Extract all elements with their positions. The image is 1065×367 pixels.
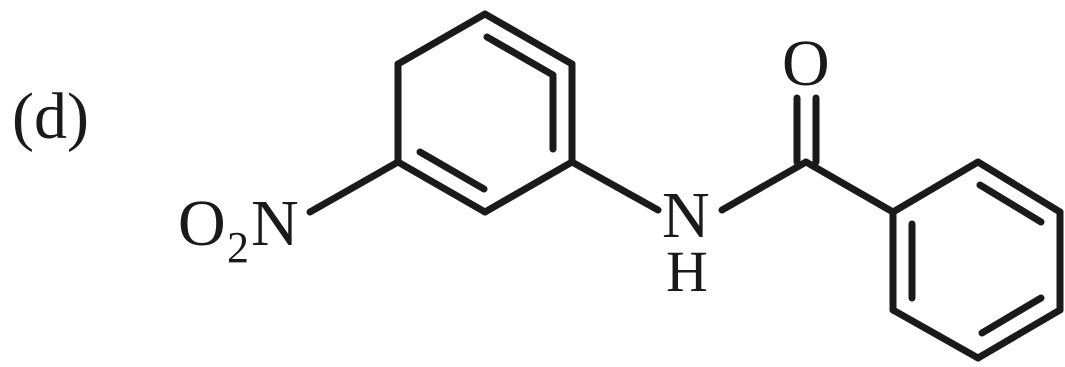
- ring-b-bond-5: [889, 306, 982, 362]
- nitrophenyl-ring: [394, 10, 576, 216]
- ring-b-double-2: [978, 294, 1045, 337]
- ring-b-bond-2: [974, 158, 1064, 216]
- ring-b-bond-4: [974, 306, 1064, 362]
- ring-a-bond-1: [481, 10, 576, 68]
- carbonyl-phenyl-bond: [802, 158, 897, 216]
- carbonyl-double-bond: [793, 94, 820, 166]
- nitro-oxygen-label: O: [178, 187, 226, 260]
- ring-b-double-1: [976, 181, 1045, 226]
- amide-hydrogen-label: H: [666, 239, 708, 304]
- amide-nitrogen-label: N: [662, 179, 710, 252]
- ring-a-double-1: [483, 33, 557, 79]
- nitro-bond: [306, 158, 402, 216]
- ring-a-bond-6: [394, 10, 489, 68]
- aryl-nitrogen-bond: [568, 158, 662, 214]
- ring-a-bond-3: [481, 158, 576, 216]
- nitrogen-carbonyl-bond: [718, 158, 810, 214]
- ring-a-bond-4: [394, 158, 489, 216]
- nitro-subscript-label: 2: [227, 223, 249, 272]
- phenyl-ring: [889, 158, 1064, 362]
- carbonyl-oxygen-label: O: [782, 27, 830, 100]
- ring-a-double-3: [416, 148, 488, 193]
- ring-b-bond-1: [889, 158, 982, 216]
- panel-label: (d): [12, 80, 89, 153]
- nitro-nitrogen-label: N: [251, 187, 299, 260]
